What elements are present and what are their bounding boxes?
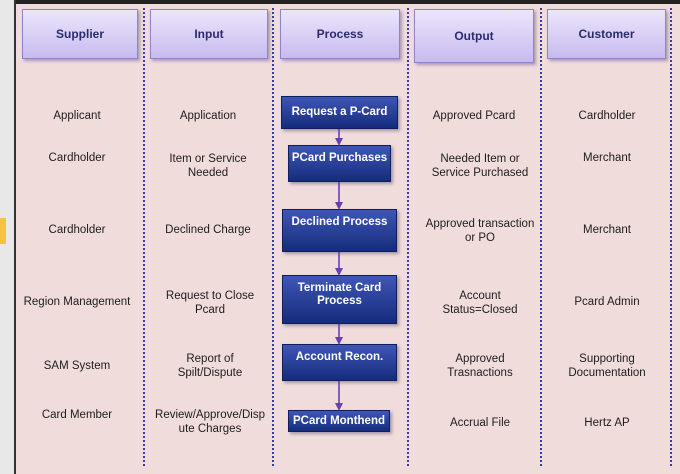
supplier-cell: Cardholder (48, 152, 106, 164)
supplier-cell: SAM System (43, 360, 111, 372)
customer-cell: Hertz AP (584, 417, 630, 429)
output-cell: Approved transaction or PO (425, 218, 535, 244)
output-cell: Account Status=Closed (442, 290, 518, 316)
input-cell: Request to Close Pcard (165, 290, 255, 316)
input-cell: Review/Approve/Disp ute Charges (155, 409, 265, 435)
supplier-cell: Card Member (41, 409, 113, 421)
header-customer: Customer (547, 9, 666, 59)
output-cell: Needed Item or Service Purchased (431, 153, 529, 179)
input-cell: Item or Service Needed (169, 153, 247, 179)
customer-cell: Supporting Documentation (568, 353, 646, 379)
column-divider (407, 8, 409, 466)
process-step: Terminate Card Process (282, 275, 397, 324)
side-tab (0, 218, 6, 244)
process-step: Request a P-Card (281, 96, 398, 129)
header-supplier: Supplier (22, 9, 138, 59)
header-process: Process (280, 9, 400, 59)
supplier-cell: Cardholder (48, 224, 106, 236)
frame-left-border (14, 0, 16, 474)
column-divider (272, 8, 274, 466)
output-cell: Approved Trasnactions (447, 353, 513, 379)
column-divider (670, 8, 672, 466)
header-input: Input (150, 9, 268, 59)
output-cell: Approved Pcard (432, 110, 516, 122)
supplier-cell: Applicant (53, 110, 101, 122)
process-step: Account Recon. (282, 344, 397, 381)
supplier-cell: Region Management (23, 296, 131, 308)
input-cell: Report of Spilt/Dispute (177, 353, 243, 379)
column-divider (540, 8, 542, 466)
customer-cell: Merchant (583, 224, 631, 236)
input-cell: Declined Charge (165, 224, 251, 236)
customer-cell: Pcard Admin (574, 296, 640, 308)
process-step: PCard Monthend (288, 410, 390, 432)
output-cell: Accrual File (449, 417, 511, 429)
customer-cell: Merchant (583, 152, 631, 164)
input-cell: Application (179, 110, 237, 122)
frame-top-border (14, 0, 680, 4)
column-divider (143, 8, 145, 466)
header-output: Output (414, 9, 534, 63)
customer-cell: Cardholder (578, 110, 636, 122)
process-step: Declined Process (282, 209, 397, 252)
